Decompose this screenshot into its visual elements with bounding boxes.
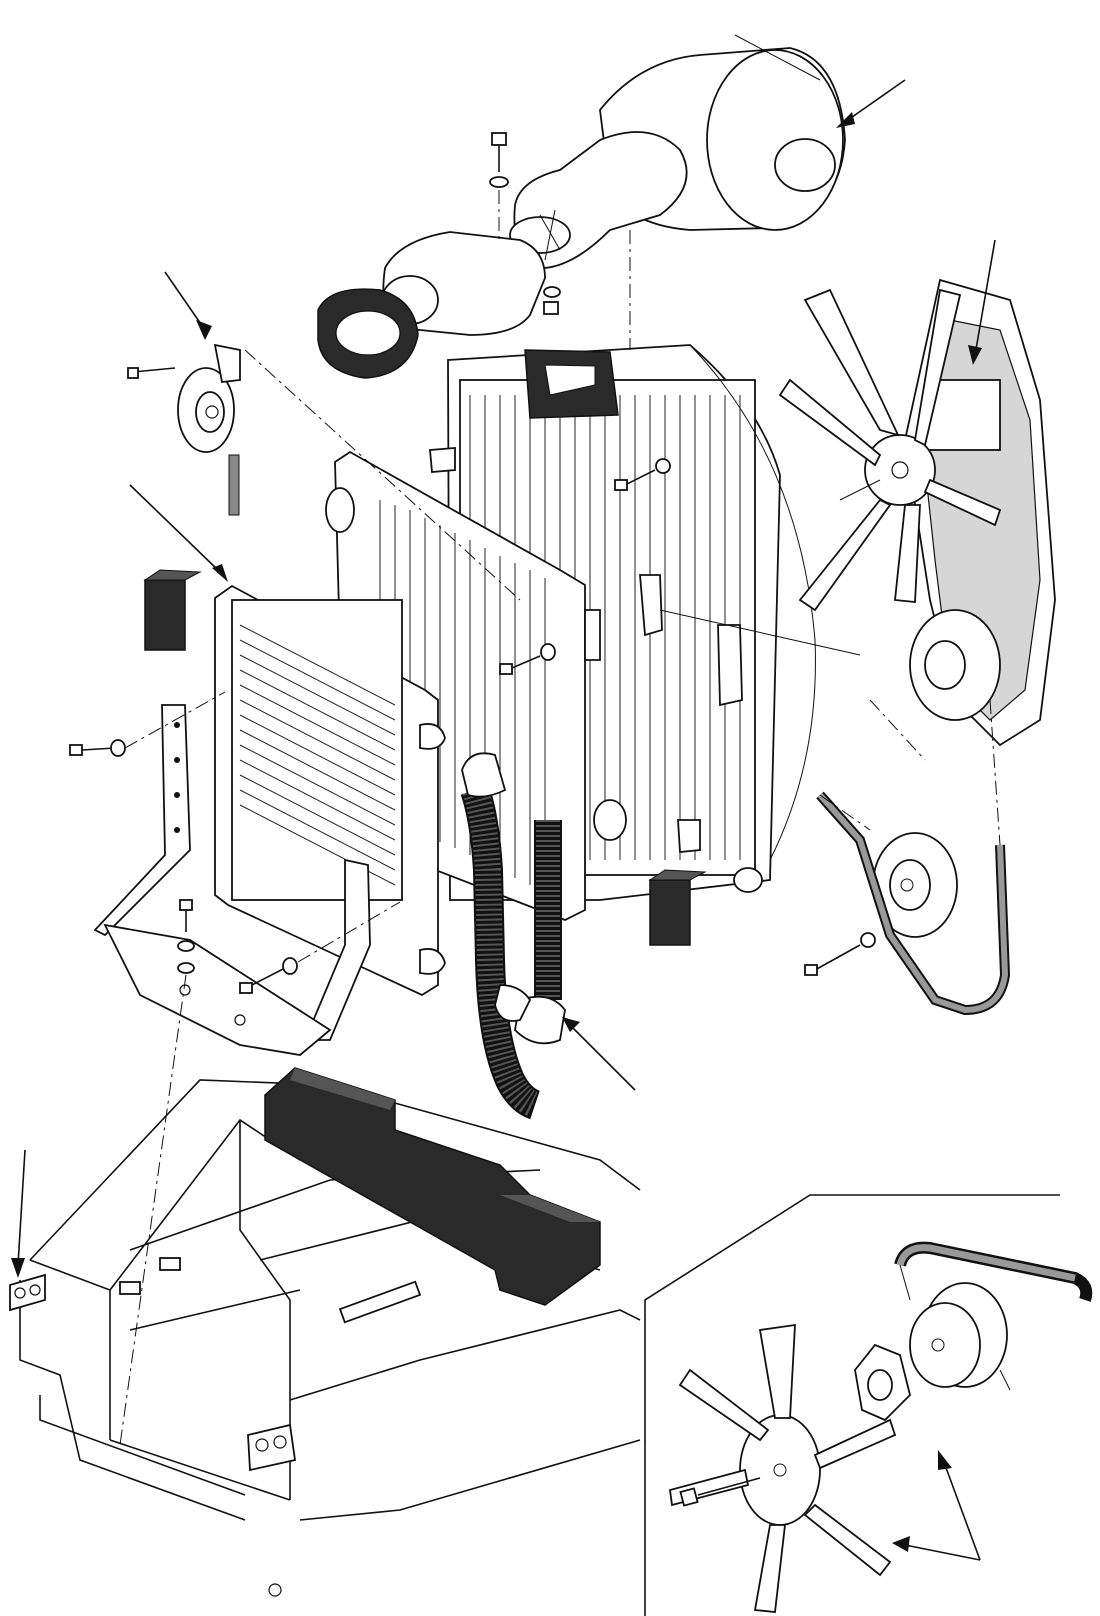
arrow-line	[164, 271, 206, 331]
arrow-line	[904, 1544, 981, 1561]
nut-icon	[543, 286, 561, 315]
arrow-line	[17, 1149, 26, 1266]
condenser-bracket	[584, 609, 601, 661]
spacer-hub	[854, 1343, 911, 1422]
arrow-head-icon	[938, 1450, 952, 1470]
radiator-bracket	[639, 574, 663, 637]
bolt-icon	[679, 1477, 761, 1507]
alignment-line	[244, 349, 521, 601]
clip-bracket	[677, 819, 701, 853]
bolt-icon	[69, 691, 226, 757]
inset-pump-pulley	[909, 1282, 1008, 1388]
bolt-icon	[119, 899, 195, 1446]
detail-inset	[644, 1194, 1093, 1616]
arrow-line	[569, 1024, 636, 1091]
foam-block-bottom	[264, 1067, 601, 1306]
alignment-line	[819, 794, 871, 831]
arrow-head-icon	[892, 1536, 910, 1552]
oil-cooler	[214, 584, 446, 997]
arrow-line	[974, 239, 996, 356]
clip-bracket	[429, 447, 456, 473]
foam-block-left	[143, 569, 202, 651]
leader-line	[659, 609, 861, 656]
bracket-right	[303, 858, 371, 1041]
foam-pad-top	[524, 349, 619, 419]
arrow-head-icon	[562, 1017, 580, 1032]
horn	[127, 343, 241, 516]
bolt-icon	[239, 901, 401, 994]
arrow-line	[129, 484, 221, 573]
water-pump-pulley	[804, 832, 958, 976]
arrow-head-icon	[968, 345, 982, 365]
arrow-head-icon	[196, 320, 212, 340]
engine-pulley	[909, 609, 1001, 721]
oil-hose-right	[494, 820, 566, 1045]
arrow-head-icon	[836, 112, 855, 128]
leader-line	[839, 479, 881, 501]
arrow-head-icon	[11, 1258, 25, 1278]
inset-fan-belt	[894, 1241, 1093, 1302]
arrow-line	[844, 79, 906, 123]
fan-belt	[816, 699, 1011, 1016]
arrow-line	[944, 1464, 981, 1561]
inset-fan-blade	[669, 1323, 897, 1613]
foam-block-right	[648, 869, 707, 946]
bolt-icon	[489, 132, 509, 240]
chassis-frame	[9, 1079, 641, 1597]
bracket-left	[93, 704, 191, 937]
alignment-line	[869, 699, 926, 761]
support-frame	[103, 923, 332, 1056]
fan-blade	[778, 288, 1002, 612]
bolt-icon	[499, 643, 556, 675]
intake-hose	[381, 231, 546, 336]
side-bracket	[717, 624, 743, 707]
arrow-head-icon	[212, 564, 228, 582]
foam-seal-ring	[317, 288, 419, 379]
bolt-icon	[614, 458, 671, 491]
air-intake-elbow	[509, 131, 688, 269]
drain-plug	[593, 799, 763, 893]
oil-hose-left	[460, 752, 541, 1120]
